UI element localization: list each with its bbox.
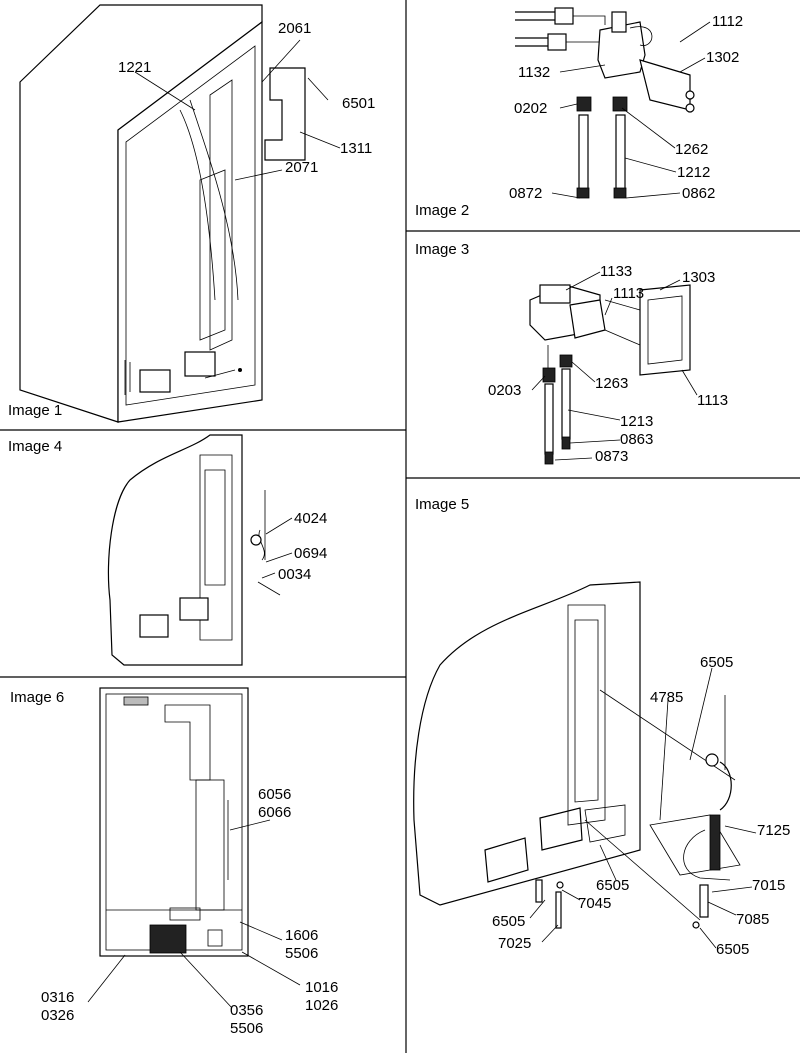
label-2071: 2071 [285, 159, 318, 176]
label-1213: 1213 [620, 413, 653, 430]
label-0862: 0862 [682, 185, 715, 202]
label-7125: 7125 [757, 822, 790, 839]
caption-image-1: Image 1 [8, 402, 62, 419]
image2-water-valve: 1112 1302 1132 0202 1262 1212 0872 0862 … [415, 7, 743, 219]
label-0873: 0873 [595, 448, 628, 465]
label-1606: 1606 [285, 927, 318, 944]
caption-image-3: Image 3 [415, 241, 469, 258]
label-5506-bottom: 5506 [230, 1020, 263, 1037]
label-0034: 0034 [278, 566, 311, 583]
image1-refrigerator-rear: 2061 1221 6501 1311 2071 Image 1 [8, 4, 375, 423]
image6-cabinet-rear-flat: 6056 6066 1606 5506 1016 1026 0316 0326 … [10, 687, 338, 1037]
label-0863: 0863 [620, 431, 653, 448]
image5-cabinet-exploded: 6505 4785 7125 7015 6505 7045 6505 7085 … [413, 496, 790, 958]
label-4785: 4785 [650, 689, 683, 706]
caption-image-6: Image 6 [10, 689, 64, 706]
label-4024: 4024 [294, 510, 327, 527]
label-6066: 6066 [258, 804, 291, 821]
label-1302: 1302 [706, 49, 739, 66]
label-0872: 0872 [509, 185, 542, 202]
label-1016: 1016 [305, 979, 338, 996]
label-1132: 1132 [518, 64, 550, 81]
caption-image-2: Image 2 [415, 202, 469, 219]
label-1303: 1303 [682, 269, 715, 286]
label-1221: 1221 [118, 59, 151, 76]
label-0694: 0694 [294, 545, 327, 562]
label-0203: 0203 [488, 382, 521, 399]
label-1262: 1262 [675, 141, 708, 158]
label-0202: 0202 [514, 100, 547, 117]
label-1026: 1026 [305, 997, 338, 1014]
label-6501: 6501 [342, 95, 375, 112]
label-1113-upper: 1113 [613, 285, 644, 302]
label-6505-middle: 6505 [596, 877, 629, 894]
label-6505-bottom: 6505 [716, 941, 749, 958]
label-6505-top: 6505 [700, 654, 733, 671]
label-5506-right: 5506 [285, 945, 318, 962]
caption-image-5: Image 5 [415, 496, 469, 513]
caption-image-4: Image 4 [8, 438, 62, 455]
image3-water-valve-bracket: 1133 1303 1113 1263 0203 1213 0863 0873 … [415, 241, 728, 465]
label-7015: 7015 [752, 877, 785, 894]
label-7045: 7045 [578, 895, 611, 912]
label-7025: 7025 [498, 935, 531, 952]
label-0316: 0316 [41, 989, 74, 1006]
label-1263: 1263 [595, 375, 628, 392]
image4-cabinet-cord: 4024 0694 0034 Image 4 [8, 434, 327, 666]
label-1133: 1133 [600, 263, 632, 280]
label-0326: 0326 [41, 1007, 74, 1024]
label-1212: 1212 [677, 164, 710, 181]
label-6056: 6056 [258, 786, 291, 803]
label-2061: 2061 [278, 20, 311, 37]
label-7085: 7085 [736, 911, 769, 928]
label-1311: 1311 [340, 140, 372, 157]
label-1113-lower: 1113 [697, 392, 728, 409]
label-0356: 0356 [230, 1002, 263, 1019]
label-6505-left: 6505 [492, 913, 525, 930]
label-1112: 1112 [712, 13, 743, 30]
